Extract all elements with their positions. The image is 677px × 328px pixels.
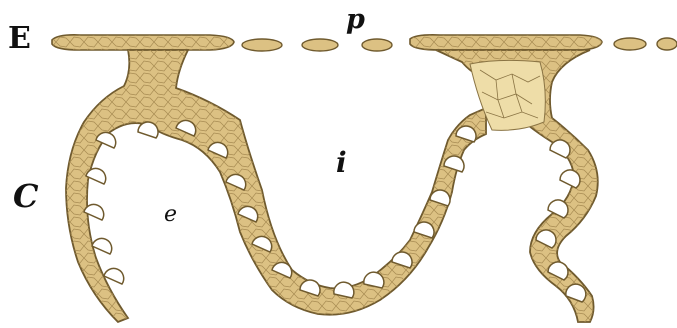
label-e: e xyxy=(164,204,177,226)
label-i: i xyxy=(336,149,347,177)
left-chamber-wall xyxy=(66,50,486,322)
label-p: p xyxy=(346,6,365,33)
label-E: E xyxy=(8,24,31,54)
crypt-pits xyxy=(84,120,586,302)
epidermis-band-left xyxy=(52,35,234,50)
epidermis-band-right xyxy=(410,35,602,50)
label-C: C xyxy=(13,180,38,212)
